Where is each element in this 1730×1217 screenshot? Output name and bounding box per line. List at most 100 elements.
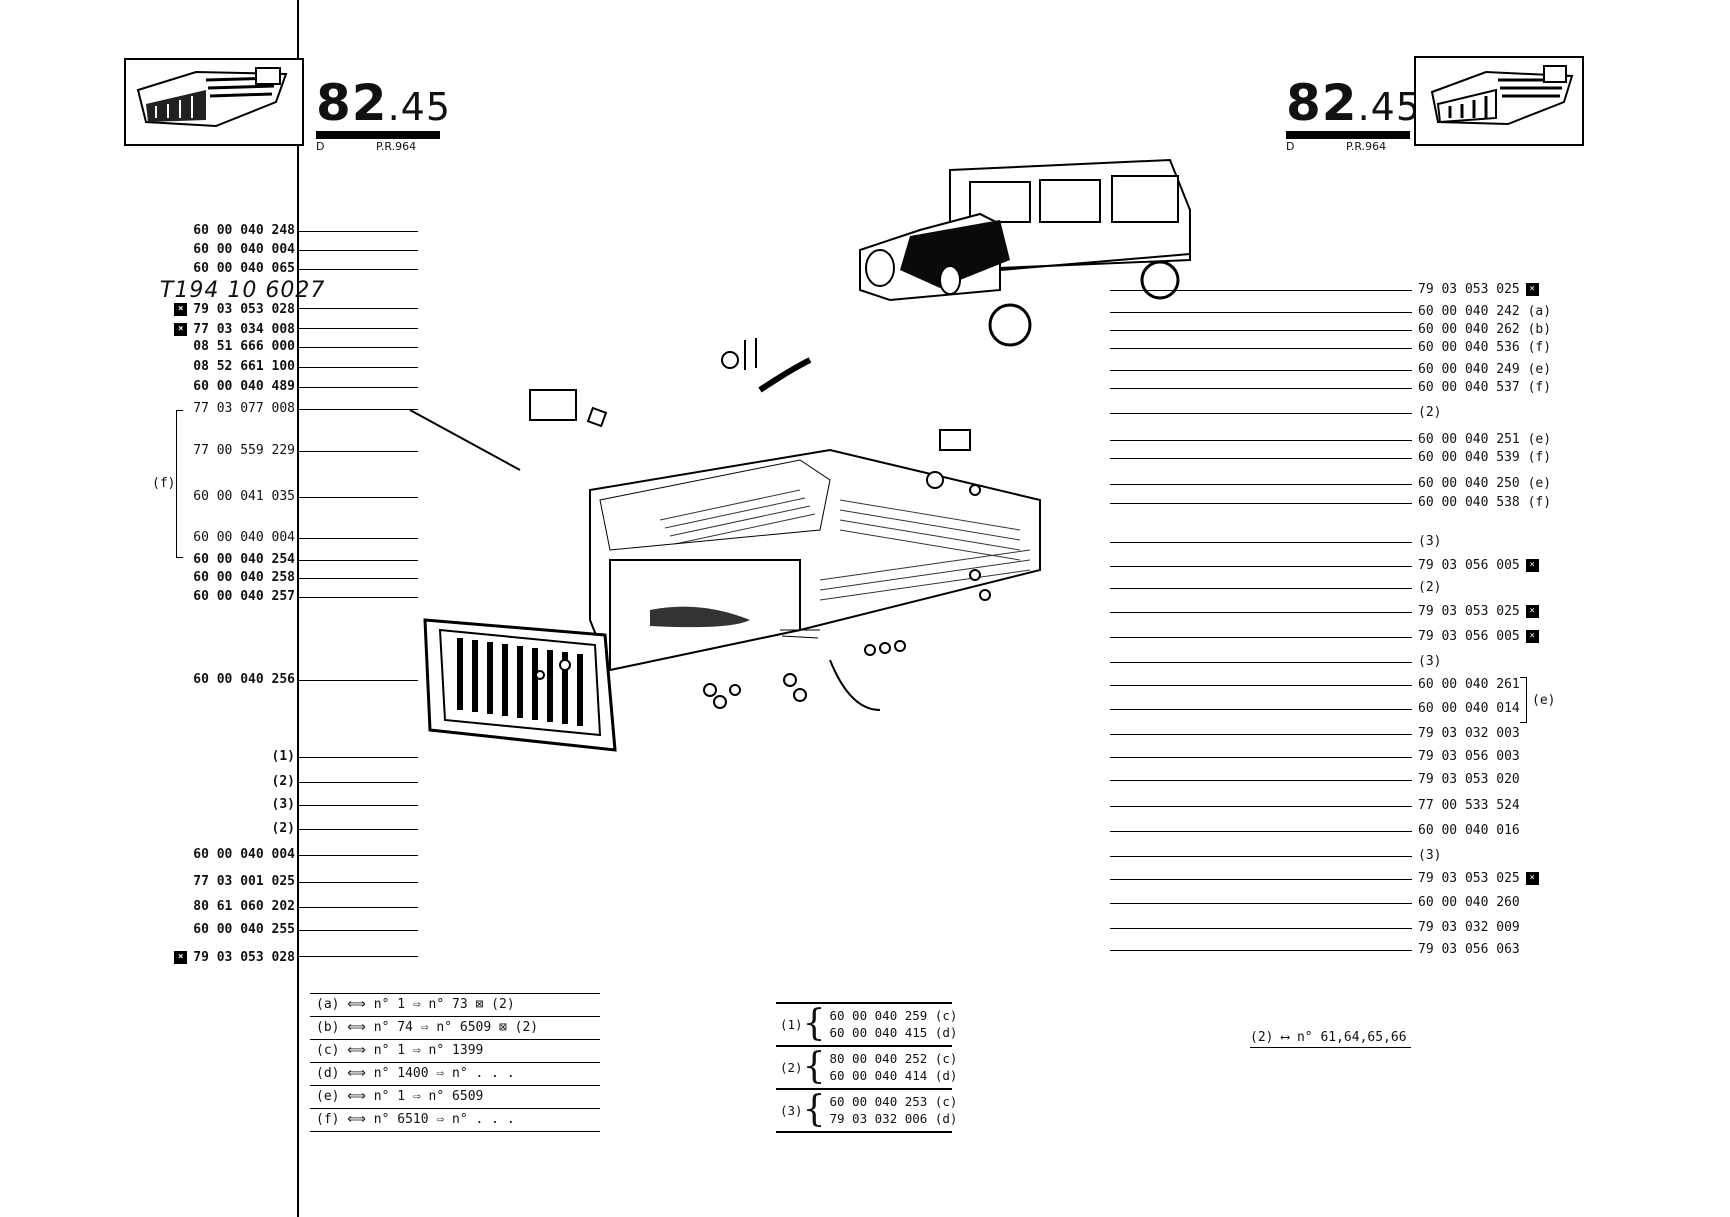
thumbnail-right [1414,56,1584,146]
right-part-label: 60 00 040 251 (e) [1418,432,1551,448]
right-part-label: 77 00 533 524 [1418,798,1520,814]
left-part-label: ×79 03 053 028 [45,948,295,966]
right-part-label: 60 00 040 250 (e) [1418,476,1551,492]
hood-thumbnail-icon [136,67,288,128]
hood-highlight [900,220,1010,288]
leader-line [298,269,418,270]
right-part-number: 60 00 040 251 (e) [1418,432,1552,447]
group-key: (1) [780,1016,803,1032]
left-part-label: 60 00 040 248 [193,223,295,238]
leader-line [298,782,418,783]
group-row: (3){60 00 040 253 (c)79 03 032 006 (d) [776,1088,957,1133]
binding-margin-line [297,0,299,1217]
left-part-label: (1) [271,749,295,764]
leader-line [1110,388,1412,389]
right-part-label: 79 03 053 025× [1418,871,1539,887]
left-part-label: 77 03 001 025 [193,874,295,889]
right-part-number: 79 03 053 025 [1418,604,1520,619]
left-part-number: 79 03 053 028 [193,949,295,965]
leader-line [1110,831,1412,832]
leader-line [298,829,418,830]
left-part-label: (3) [271,797,295,812]
spare-part-mark-icon: × [174,323,188,336]
leader-line [298,680,418,681]
right-part-label: 60 00 040 016 [1418,823,1520,839]
thumbnail-left [124,58,304,146]
left-part-number: 77 03 034 008 [193,321,295,337]
group-key: (3) [780,1102,803,1118]
right-part-number: (3) [1418,654,1442,669]
right-part-number: 60 00 040 536 (f) [1418,340,1552,355]
right-part-number: 79 03 056 005 [1418,629,1520,644]
group-item: 60 00 040 259 (c) [829,1008,958,1023]
left-part-label: × 77 03 034 008 [45,320,295,338]
leader-line [298,882,418,883]
right-part-label: (3) [1418,534,1441,550]
right-part-number: (3) [1418,534,1442,549]
leader-line [298,930,418,931]
right-part-label: 79 03 053 025 × [1418,604,1539,620]
leader-line [298,367,418,368]
applicability-table: (a) ⟺ n° 1 ⇨ n° 73 ⊠ (2)(b) ⟺ n° 74 ⇨ n°… [310,993,600,1132]
leader-line [1110,370,1412,371]
leader-line [1110,780,1412,781]
leader-line [1110,413,1412,414]
right-part-number: 77 00 533 524 [1418,798,1520,813]
section-pr-right: P.R.964 [1346,140,1387,153]
applicability-row: (e) ⟺ n° 1 ⇨ n° 6509 [310,1086,600,1109]
group-key: (2) [780,1059,803,1075]
leader-line [298,855,418,856]
applicability-row: (f) ⟺ n° 6510 ⇨ n° . . . [310,1109,600,1132]
right-part-label: 60 00 040 261 [1418,677,1520,693]
right-part-label: 60 00 040 538 (f) [1418,495,1551,511]
brace-icon: { [802,1046,826,1087]
leader-line [298,347,418,348]
right-part-label: 60 00 040 249 (e) [1418,362,1551,378]
leader-line [1110,484,1412,485]
right-part-label: (3) [1418,848,1441,864]
spare-part-mark-icon: × [1525,630,1539,643]
leader-line [1110,290,1412,291]
right-part-number: 60 00 040 242 (a) [1418,304,1552,319]
leader-line [298,409,418,410]
leader-line [298,597,418,598]
right-part-label: 60 00 040 536 (f) [1418,340,1551,356]
left-part-label: 80 61 060 202 [193,899,295,914]
right-part-number: (2) [1418,405,1442,420]
right-part-label: 79 03 056 003 [1418,749,1520,765]
applicability-row: (c) ⟺ n° 1 ⇨ n° 1399 [310,1040,600,1063]
left-part-label: 60 00 041 035 [193,489,295,504]
leader-line [298,328,418,329]
leader-line [1110,588,1412,589]
spare-part-mark-icon: × [1525,605,1539,618]
left-part-label: ×79 03 053 028 [45,300,295,318]
group-item: 60 00 040 253 (c) [829,1094,958,1109]
leader-line [1110,879,1412,880]
leader-line [1110,330,1412,331]
right-part-number: 60 00 040 537 (f) [1418,380,1552,395]
left-part-label: 08 52 661 100 [193,359,295,374]
right-part-label: 79 03 056 005 × [1418,629,1539,645]
right-part-number: 60 00 040 014 [1418,701,1520,716]
applicability-row: (d) ⟺ n° 1400 ⇨ n° . . . [310,1063,600,1086]
right-part-number: (3) [1418,848,1442,863]
right-part-number: 79 03 032 009 [1418,920,1520,935]
section-underline-left [316,131,440,139]
leader-line [1110,458,1412,459]
leader-line [298,757,418,758]
group-label-f: (f) [152,476,176,491]
leader-line [1110,709,1412,710]
section-code-left: 82.45 [316,74,452,132]
right-part-label: 79 03 053 020 [1418,772,1520,788]
leader-line [1110,856,1412,857]
hood-panel [589,448,1041,672]
leader-line [1110,950,1412,951]
leader-line [298,250,418,251]
leader-line [1110,903,1412,904]
right-part-number: 60 00 040 539 (f) [1418,450,1552,465]
leader-line [1110,348,1412,349]
spare-part-mark-icon: × [1525,559,1539,572]
right-part-number: 60 00 040 262 (b) [1418,322,1552,337]
exploded-hood-diagram [409,338,1041,752]
leader-line [1110,312,1412,313]
